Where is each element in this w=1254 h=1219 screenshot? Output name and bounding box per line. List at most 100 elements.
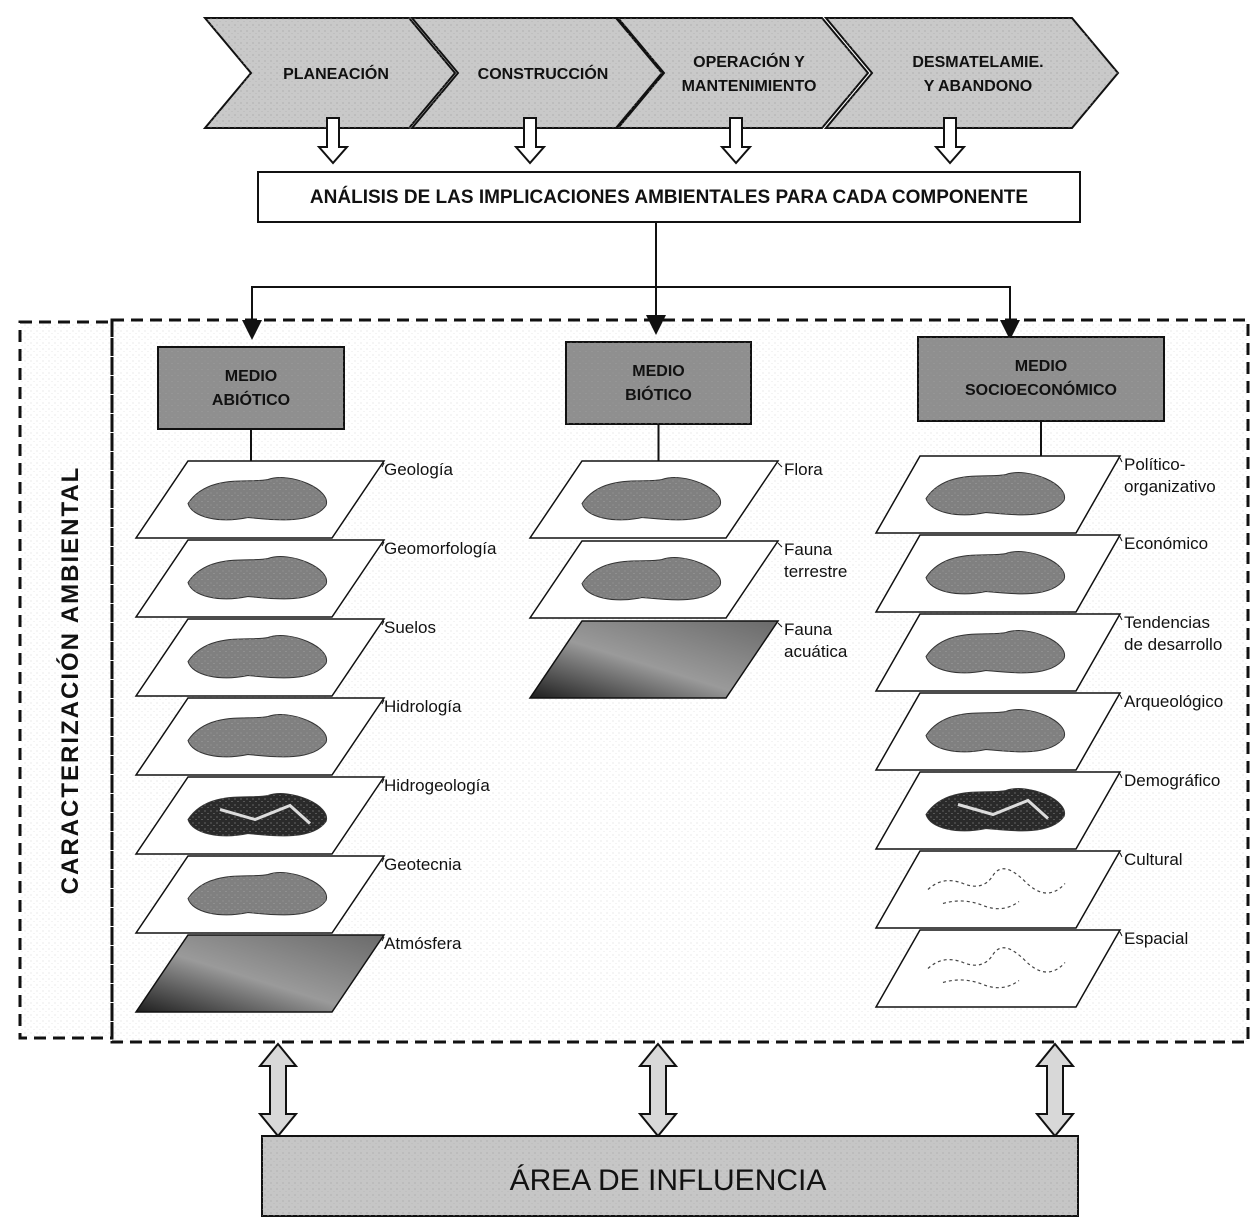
double-arrow-icon: [1034, 1042, 1076, 1138]
phase-label-line: MANTENIMIENTO: [682, 78, 817, 95]
map-outline: [927, 868, 1066, 910]
layer-leader: [1119, 694, 1123, 700]
phase-label: PLANEACIÓN: [283, 64, 389, 83]
map-layer: Flora: [528, 460, 823, 539]
layer-label: Geología: [384, 460, 454, 479]
layer-label-line: Tendencias: [1124, 613, 1210, 632]
layer-label: Político-organizativo: [1124, 455, 1216, 496]
layer-leader: [1119, 852, 1123, 858]
media-title: MEDIO SOCIOECONÓMICO: [965, 358, 1117, 399]
layer-leader: [1119, 773, 1123, 779]
down-arrow-icon: [933, 117, 967, 165]
layer-leader: [1119, 931, 1123, 937]
layer-leader: [777, 542, 783, 548]
layer-label-line: Suelos: [384, 618, 436, 637]
layer-label: Geotecnia: [384, 855, 462, 874]
layer-leader: [381, 620, 385, 626]
layer-label-line: Demográfico: [1124, 771, 1220, 790]
layer-leader: [381, 541, 385, 547]
map-layer: Hidrogeología: [134, 776, 490, 855]
media-title-line: MEDIO: [632, 363, 684, 380]
layer-leader: [777, 622, 783, 628]
map-shape-texture: [188, 635, 327, 678]
layer-label-line: de desarrollo: [1124, 635, 1222, 654]
map-layer: Suelos: [134, 618, 436, 697]
phase-label-line: OPERACIÓN Y: [693, 52, 805, 71]
media-title-texture: [566, 342, 751, 424]
map-shape-texture: [926, 472, 1065, 515]
layer-label-line: Geología: [384, 460, 454, 479]
down-arrow-icon: [513, 117, 547, 165]
map-shape-texture: [926, 709, 1065, 752]
map-layer-plane: [874, 929, 1122, 1008]
layer-label: Tendencias de desarrollo: [1124, 613, 1222, 654]
phase-label: OPERACIÓN Y MANTENIMIENTO: [682, 52, 817, 95]
side-region-texture: [20, 322, 112, 1038]
map-shape-texture: [188, 714, 327, 757]
layer-leader: [381, 778, 385, 784]
layer-label-line: Político-: [1124, 455, 1185, 474]
main-dashed-frame: [110, 318, 1250, 1044]
phase-chevrons: PLANEACIÓN CONSTRUCCIÓN OPERACIÓN Y MANTENI…: [202, 17, 1120, 129]
map-layer-plane: [134, 934, 386, 1013]
map-layer: Geotecnia: [134, 855, 462, 934]
layer-label: Atmósfera: [384, 934, 462, 953]
phase-label: CONSTRUCCIÓN: [478, 64, 609, 83]
phase-label-line: CONSTRUCCIÓN: [478, 64, 609, 83]
down-arrow-icon: [719, 117, 753, 165]
media-title: MEDIO BIÓTICO: [625, 363, 692, 404]
map-shape-texture: [188, 872, 327, 915]
map-layer: Geomorfología: [134, 539, 497, 618]
media-title-line: SOCIOECONÓMICO: [965, 380, 1117, 399]
map-shape-texture: [188, 477, 327, 520]
media-title-texture: [918, 337, 1164, 421]
map-shape-texture: [582, 557, 721, 600]
map-layer: Arqueológico: [874, 692, 1223, 771]
influence-area-label: ÁREA DE INFLUENCIA: [510, 1164, 827, 1197]
layer-label-line: Arqueológico: [1124, 692, 1223, 711]
map-shape-texture: [926, 630, 1065, 673]
layer-label-line: Cultural: [1124, 850, 1183, 869]
analysis-connectors: [242, 222, 1020, 340]
layer-leader: [1119, 457, 1123, 463]
phase-label-line: Y ABANDONO: [924, 78, 1032, 95]
media-title-line: BIÓTICO: [625, 385, 692, 404]
media-title-texture: [158, 347, 344, 429]
phase-label-line: PLANEACIÓN: [283, 64, 389, 83]
influence-double-arrows: [257, 1042, 1076, 1138]
layer-label: Suelos: [384, 618, 436, 637]
map-shape-texture: [582, 477, 721, 520]
down-arrow-icon: [316, 117, 350, 165]
map-shape-texture: [926, 551, 1065, 594]
phase-chevron-texture: [618, 18, 868, 128]
layer-label-line: Geomorfología: [384, 539, 497, 558]
map-layer-plane: [874, 850, 1122, 929]
map-outline: [927, 947, 1066, 989]
phase-label: DESMATELAMIE.Y ABANDONO: [912, 54, 1043, 95]
layer-label: Geomorfología: [384, 539, 497, 558]
layer-leader: [1119, 615, 1123, 621]
layer-leader: [381, 857, 385, 863]
layer-label-line: acuática: [784, 642, 848, 661]
layer-label-line: Hidrogeología: [384, 776, 490, 795]
layer-label: Hidrología: [384, 697, 462, 716]
layer-label-line: Económico: [1124, 534, 1208, 553]
media-title-line: MEDIO: [1015, 358, 1067, 375]
map-layer: Tendencias de desarrollo: [874, 613, 1222, 692]
layer-label: Económico: [1124, 534, 1208, 553]
influence-area-texture: [262, 1136, 1078, 1216]
layer-label-line: organizativo: [1124, 477, 1216, 496]
side-label: CARACTERIZACIÓN AMBIENTAL: [56, 466, 84, 895]
media-title-line: MEDIO: [225, 368, 277, 385]
map-shape-texture: [926, 788, 1065, 831]
layer-label: Arqueológico: [1124, 692, 1223, 711]
layer-leader: [1119, 536, 1123, 542]
